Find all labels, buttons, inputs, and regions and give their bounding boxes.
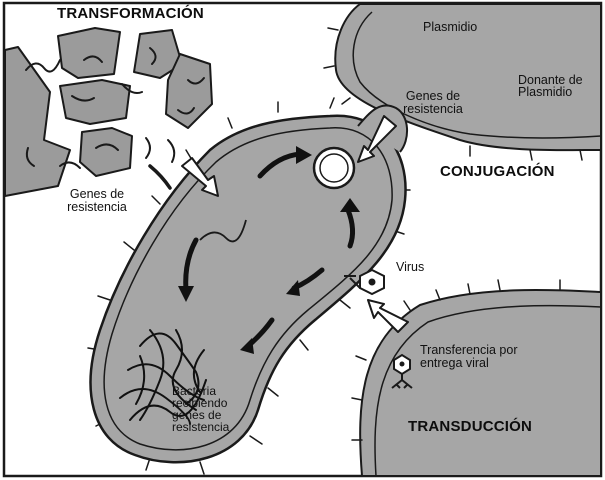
transformation-heading: TRANSFORMACIÓN bbox=[57, 5, 204, 22]
recipient-line3: genes de bbox=[172, 408, 222, 422]
viral-transfer-line2: entrega viral bbox=[420, 356, 489, 370]
resistance-genes-left-line1: Genes de bbox=[69, 187, 125, 201]
dna-uptake-arrow bbox=[181, 157, 219, 197]
virus-icon bbox=[391, 353, 413, 389]
plasmid-donor-line2: Plasmidio bbox=[518, 85, 573, 99]
plasmid-label: Plasmidio bbox=[423, 20, 478, 34]
plasmid-transfer-arrow bbox=[357, 115, 397, 163]
viral-transfer-line1: Transferencia por bbox=[420, 343, 518, 357]
resistance-genes-top-line1: Genes de bbox=[405, 89, 461, 103]
recipient-line2: recibiendo bbox=[172, 396, 228, 410]
transduction-heading: TRANSDUCCIÓN bbox=[408, 418, 533, 435]
transduction-cell bbox=[351, 279, 602, 477]
virus-injection-arrow bbox=[367, 299, 409, 333]
resistance-genes-left-line2: resistencia bbox=[67, 200, 127, 214]
recipient-line4: resistencia bbox=[172, 420, 230, 434]
attached-virus bbox=[344, 268, 385, 296]
tangled-resistance-genes bbox=[119, 329, 207, 425]
virus-label: Virus bbox=[396, 260, 425, 274]
plasmid-donor-line1: Donante de bbox=[518, 73, 583, 87]
conjugation-heading: CONJUGACIÓN bbox=[440, 163, 555, 180]
recipient-bacterium bbox=[87, 97, 411, 475]
resistance-genes-top-line2: resistencia bbox=[403, 102, 463, 116]
pointer-arrows bbox=[181, 115, 409, 333]
dna-fragments bbox=[25, 47, 205, 190]
incoming-dna bbox=[199, 219, 247, 243]
recipient-line1: Bacteria bbox=[172, 384, 217, 398]
gene-circulation-arrowheads bbox=[178, 146, 360, 354]
